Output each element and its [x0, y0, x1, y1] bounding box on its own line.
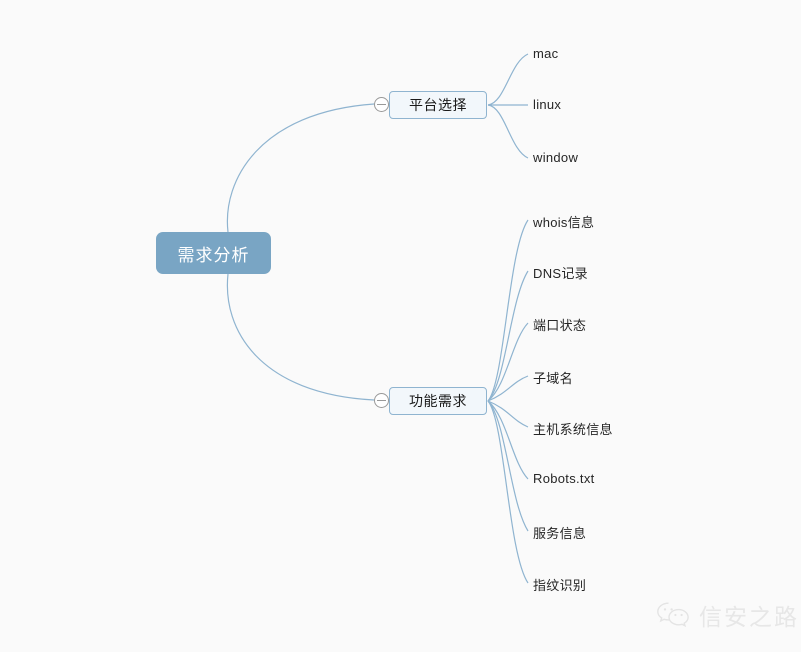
leaf-subdomain[interactable]: 子域名: [533, 371, 573, 386]
edge-platform-to-window: [487, 104, 529, 159]
leaf-port-status[interactable]: 端口状态: [533, 318, 587, 333]
leaf-fingerprint-recognition[interactable]: 指纹识别: [533, 578, 587, 593]
leaf-dns-records[interactable]: DNS记录: [533, 266, 588, 281]
edge-function-to-whois: [487, 219, 529, 402]
node-root[interactable]: 需求分析: [156, 232, 271, 274]
edge-function-to-dns: [487, 270, 529, 402]
wechat-icon: [657, 602, 689, 628]
collapse-toggle-function-icon[interactable]: [374, 393, 389, 408]
edge-function-to-host: [487, 400, 529, 428]
leaf-linux[interactable]: linux: [533, 97, 562, 112]
edge-function-to-fingerprint: [487, 400, 529, 584]
leaf-service-info[interactable]: 服务信息: [533, 526, 587, 541]
leaf-window[interactable]: window: [533, 150, 579, 165]
edge-function-to-port: [487, 322, 529, 402]
node-platform-selection[interactable]: 平台选择: [389, 91, 487, 119]
collapse-toggle-platform-icon[interactable]: [374, 97, 389, 112]
edge-root-to-function: [226, 273, 375, 401]
edge-function-to-robots: [487, 400, 529, 480]
leaf-robots-txt[interactable]: Robots.txt: [533, 471, 595, 486]
node-platform-selection-label: 平台选择: [409, 97, 467, 113]
edge-function-to-service: [487, 400, 529, 532]
leaf-host-system-info[interactable]: 主机系统信息: [533, 422, 613, 437]
leaf-mac[interactable]: mac: [533, 46, 559, 61]
node-function-requirements-label: 功能需求: [409, 393, 467, 409]
edge-root-to-platform: [226, 103, 375, 233]
edge-platform-to-mac: [487, 53, 529, 106]
watermark: 信安之路: [656, 598, 799, 632]
leaf-whois-info[interactable]: whois信息: [533, 215, 595, 230]
node-root-label: 需求分析: [177, 245, 250, 265]
node-function-requirements[interactable]: 功能需求: [389, 387, 487, 415]
edge-function-to-subdomain: [487, 375, 529, 402]
watermark-text: 信安之路: [699, 604, 799, 630]
